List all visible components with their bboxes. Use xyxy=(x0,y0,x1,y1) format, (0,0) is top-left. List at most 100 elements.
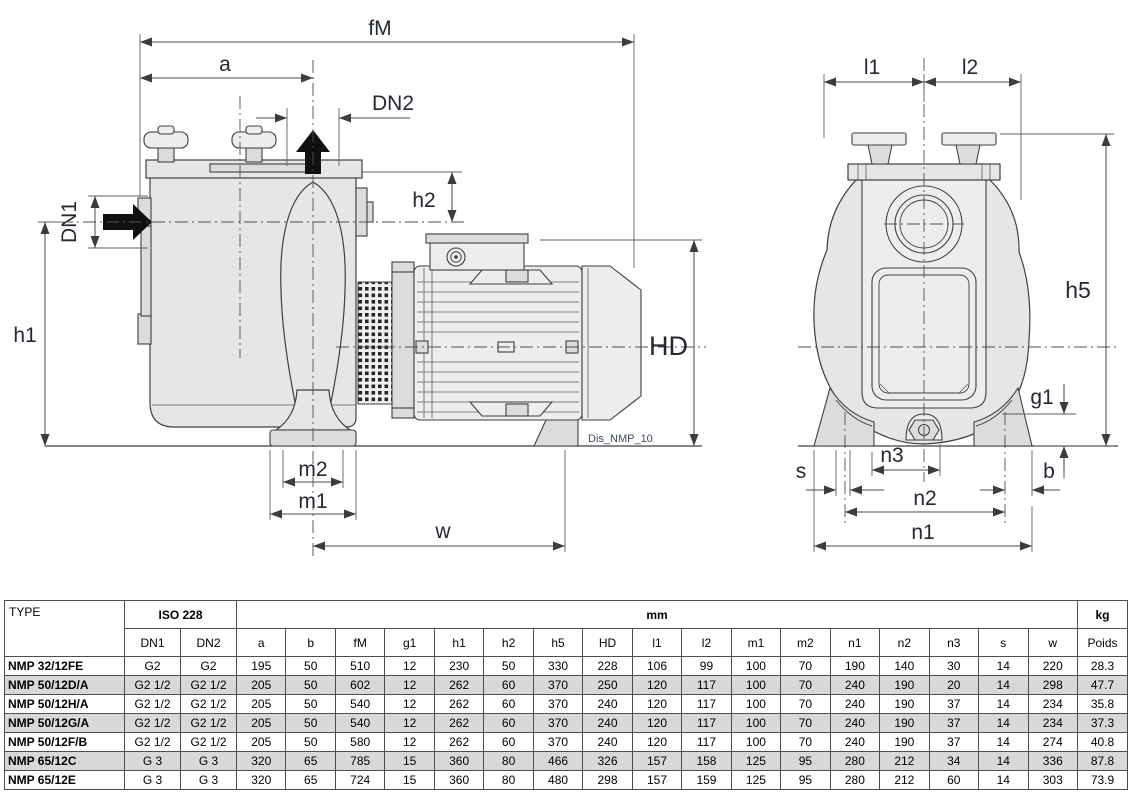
col-header-h1: h1 xyxy=(433,628,485,657)
value-cell: 60 xyxy=(483,732,534,752)
dim-label-n1: n1 xyxy=(911,521,934,544)
col-header-hd: HD xyxy=(582,628,633,657)
value-cell: 370 xyxy=(532,694,584,714)
value-cell: 60 xyxy=(928,770,980,790)
value-cell: 580 xyxy=(334,732,386,752)
pump-foot-left xyxy=(813,386,875,447)
dim-label-l1: l1 xyxy=(864,56,880,79)
col-header-h5: h5 xyxy=(532,628,584,657)
value-cell: 106 xyxy=(631,656,683,676)
dim-label-l2: l2 xyxy=(962,56,978,79)
dim-label-h5: h5 xyxy=(1065,277,1091,303)
value-cell: 205 xyxy=(235,694,287,714)
value-cell: 234 xyxy=(1027,694,1078,714)
value-cell: 12 xyxy=(384,656,435,676)
dim-label-n2: n2 xyxy=(913,487,936,510)
value-cell: 205 xyxy=(235,675,287,695)
value-cell: 190 xyxy=(879,675,930,695)
value-cell: 100 xyxy=(730,732,782,752)
value-cell: 70 xyxy=(780,694,831,714)
value-cell: 190 xyxy=(879,694,930,714)
dim-label-s: s xyxy=(796,460,807,483)
value-cell: 100 xyxy=(730,675,782,695)
type-cell: NMP 50/12F/B xyxy=(4,732,125,752)
value-cell: 14 xyxy=(978,713,1029,733)
col-header-l2: l2 xyxy=(681,628,732,657)
col-group-kg: kg xyxy=(1077,600,1128,629)
value-cell: 120 xyxy=(631,694,683,714)
value-cell: 158 xyxy=(681,751,732,771)
value-cell: 120 xyxy=(631,732,683,752)
strainer-knob xyxy=(851,132,907,165)
value-cell: 70 xyxy=(780,732,831,752)
value-cell: 360 xyxy=(433,751,485,771)
col-header-type: TYPE xyxy=(4,600,125,657)
type-cell: NMP 50/12D/A xyxy=(4,675,125,695)
type-cell: NMP 65/12C xyxy=(4,751,125,771)
col-group-iso228: ISO 228 xyxy=(124,600,237,629)
value-cell: 157 xyxy=(631,751,683,771)
dim-label-g1: g1 xyxy=(1030,386,1053,409)
col-header-dn2: DN2 xyxy=(180,628,237,657)
value-cell: 15 xyxy=(384,751,435,771)
value-cell: 60 xyxy=(483,694,534,714)
value-cell: 95 xyxy=(780,770,831,790)
group-header-row: TYPE ISO 228 mm kg xyxy=(4,600,1128,657)
value-cell: 190 xyxy=(829,656,881,676)
value-cell: 50 xyxy=(285,694,336,714)
value-cell: 190 xyxy=(879,713,930,733)
value-cell: 65 xyxy=(285,770,336,790)
value-cell: 280 xyxy=(829,751,881,771)
value-cell: 370 xyxy=(532,732,584,752)
value-cell: 466 xyxy=(532,751,584,771)
coupling-mesh-guard xyxy=(357,281,393,405)
type-cell: NMP 65/12E xyxy=(4,770,125,790)
value-cell: 73.9 xyxy=(1077,770,1128,790)
value-cell: 100 xyxy=(730,656,782,676)
value-cell: 65 xyxy=(285,751,336,771)
value-cell: 205 xyxy=(235,713,287,733)
dim-label-a: a xyxy=(219,53,231,76)
value-cell: G2 1/2 xyxy=(180,713,237,733)
value-cell: G2 1/2 xyxy=(124,732,181,752)
col-header-n3: n3 xyxy=(928,628,980,657)
fan-cover xyxy=(581,265,642,421)
value-cell: G 3 xyxy=(180,751,237,771)
value-cell: G 3 xyxy=(124,770,181,790)
dim-label-h2: h2 xyxy=(412,189,435,212)
value-cell: 240 xyxy=(829,732,881,752)
value-cell: 12 xyxy=(384,732,435,752)
col-header-w: w xyxy=(1027,628,1078,657)
col-header-fm: fM xyxy=(334,628,386,657)
value-cell: G2 xyxy=(180,656,237,676)
value-cell: 212 xyxy=(879,770,930,790)
value-cell: 117 xyxy=(681,694,732,714)
value-cell: 99 xyxy=(681,656,732,676)
value-cell: 14 xyxy=(978,694,1029,714)
value-cell: 370 xyxy=(532,675,584,695)
value-cell: 724 xyxy=(334,770,386,790)
value-cell: 50 xyxy=(483,656,534,676)
value-cell: 34 xyxy=(928,751,980,771)
value-cell: 14 xyxy=(978,770,1029,790)
value-cell: 785 xyxy=(334,751,386,771)
value-cell: 50 xyxy=(285,675,336,695)
value-cell: 159 xyxy=(681,770,732,790)
value-cell: 602 xyxy=(334,675,386,695)
value-cell: 47.7 xyxy=(1077,675,1128,695)
col-header-s: s xyxy=(978,628,1029,657)
value-cell: 20 xyxy=(928,675,980,695)
dimensional-drawing: fM a DN2 DN1 h2 h1 HD m2 m1 xyxy=(13,17,1118,560)
value-cell: 240 xyxy=(582,713,633,733)
value-cell: 117 xyxy=(681,675,732,695)
strainer-knob xyxy=(143,125,189,163)
col-header-m2: m2 xyxy=(780,628,831,657)
